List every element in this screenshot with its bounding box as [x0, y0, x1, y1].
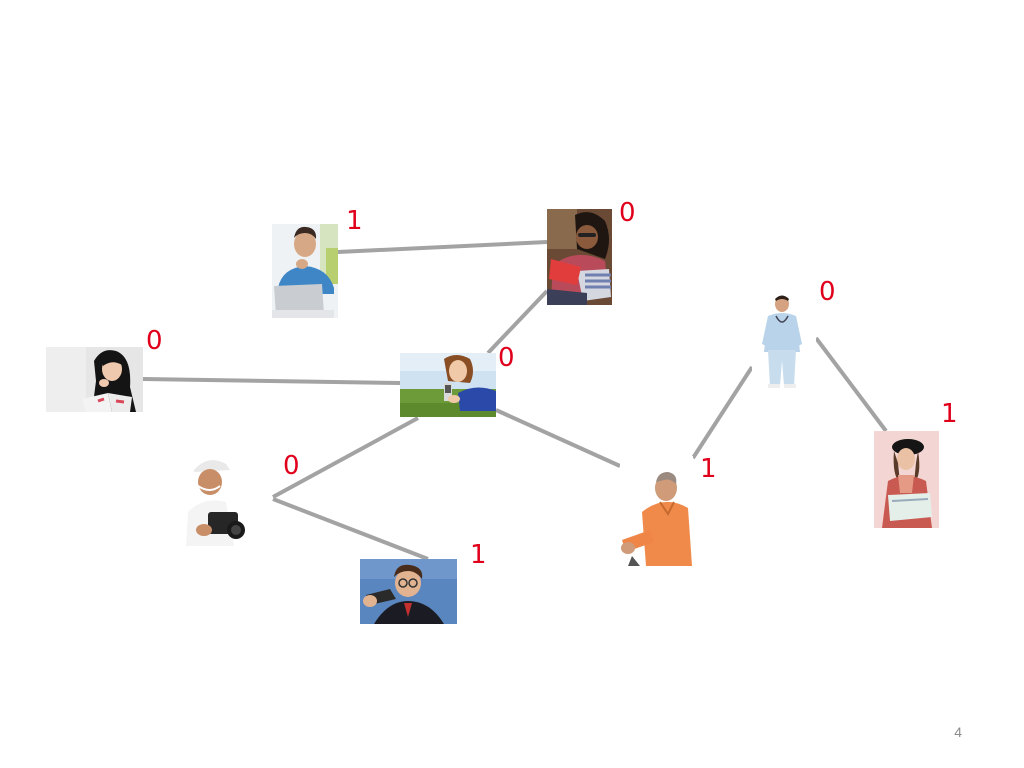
doctor-photo [752, 292, 816, 388]
edge-woman-grass-older-man [495, 408, 621, 468]
node-label: 1 [941, 399, 958, 429]
man-with-camera-photo [186, 456, 250, 546]
woman-on-grass-photo [400, 353, 496, 417]
woman-reading-photo [547, 209, 612, 305]
woman-with-book-photo [46, 347, 143, 412]
node-woman-reading-top: 0 [547, 200, 636, 305]
node-man-camera: 0 [186, 453, 300, 546]
man-with-laptop-photo [272, 224, 338, 318]
edge-man-laptop-woman-reading-top [337, 240, 548, 254]
node-label: 1 [346, 206, 363, 236]
node-label: 0 [146, 326, 163, 356]
node-woman-book-left: 0 [46, 328, 163, 412]
node-label: 0 [498, 343, 515, 373]
node-older-man: 1 [620, 456, 717, 566]
edge-woman-grass-man-camera [272, 416, 419, 499]
edge-man-camera-man-suit [272, 497, 429, 561]
edge-woman-reading-top-woman-grass [486, 289, 549, 355]
page-number: 4 [954, 724, 962, 740]
node-label: 0 [819, 277, 836, 307]
man-in-suit-photo [360, 559, 457, 624]
woman-in-beret-photo [874, 431, 939, 528]
edge-doctor-woman-beret [814, 336, 888, 433]
edge-older-man-doctor [691, 365, 754, 460]
node-woman-grass: 0 [400, 345, 515, 417]
node-man-laptop: 1 [272, 208, 363, 318]
edge-woman-book-left-woman-grass [142, 377, 401, 385]
node-man-suit: 1 [360, 542, 487, 624]
node-label: 1 [700, 454, 717, 484]
node-woman-beret: 1 [874, 401, 958, 528]
node-doctor: 0 [752, 279, 836, 388]
node-label: 0 [619, 198, 636, 228]
node-label: 1 [470, 540, 487, 570]
node-label: 0 [283, 451, 300, 481]
older-man-photo [620, 456, 693, 566]
